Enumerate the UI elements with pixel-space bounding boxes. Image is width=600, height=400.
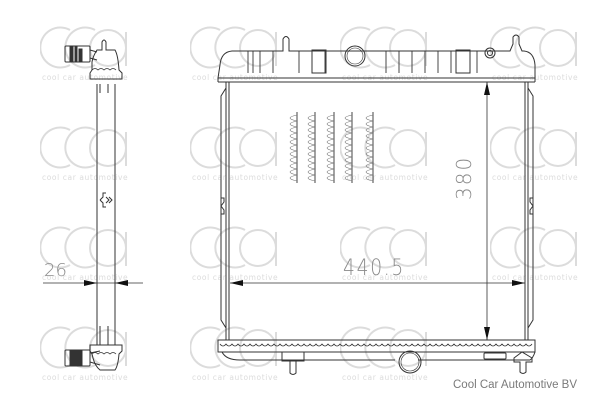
thickness-dimension-label: 26 bbox=[44, 260, 67, 281]
height-dimension-label: 380 bbox=[452, 155, 476, 200]
width-dimension-label: 440.5 bbox=[343, 256, 406, 281]
front-view bbox=[217, 34, 536, 375]
side-view bbox=[43, 39, 143, 371]
brand-caption: Cool Car Automotive BV bbox=[453, 379, 578, 391]
